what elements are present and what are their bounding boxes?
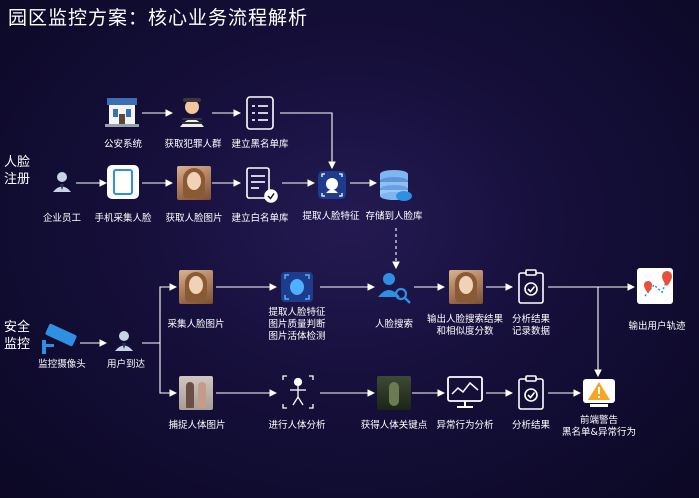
body-analysis-icon: [282, 375, 314, 409]
label-camera: 监控摄像头: [38, 359, 86, 370]
blacklist-icon: [246, 96, 274, 130]
section-label-security-monitoring: 安全 监控: [4, 319, 30, 353]
face-feature-icon: [318, 171, 346, 199]
face-photo-collected: [179, 270, 213, 304]
monitor-analysis-icon: [447, 376, 483, 408]
label-line: 图片活体检测: [268, 331, 326, 342]
label-output-track: 输出用户轨迹: [628, 321, 686, 332]
face-scan-icon: [281, 272, 313, 302]
label-phone-capture: 手机采集人脸: [94, 213, 152, 224]
record-clipboard-icon: [518, 269, 544, 304]
result-clipboard-icon: [518, 375, 544, 410]
label-line: 和相似度分数: [436, 326, 494, 337]
label-employee: 企业员工: [42, 213, 82, 224]
section-label-face-registration: 人脸 注册: [4, 154, 30, 188]
body-photo-captured: [179, 376, 213, 410]
phone-icon: [107, 165, 139, 199]
whitelist-icon: [246, 167, 278, 203]
keypoints-photo: [377, 376, 411, 410]
label-body-analysis: 进行人体分析: [268, 420, 326, 431]
label-build-blacklist: 建立黑名单库: [231, 139, 289, 150]
label-line: 前端警告: [579, 415, 619, 426]
criminal-icon: [180, 98, 204, 127]
label-get-face-image: 获取人脸图片: [165, 213, 223, 224]
face-search-icon: [378, 273, 411, 304]
label-capture-body-image: 捕捉人体图片: [168, 420, 226, 431]
section-label-line: 注册: [4, 172, 31, 187]
label-collect-face-image: 采集人脸图片: [167, 319, 225, 330]
label-police-system: 公安系统: [103, 139, 143, 150]
section-label-line: 监控: [4, 337, 31, 352]
alert-icon: [583, 379, 615, 407]
label-line: 提取人脸特征: [268, 307, 326, 318]
label-store-face-db: 存储到人脸库: [365, 211, 423, 222]
camera-icon: [42, 323, 77, 354]
label-get-keypoints: 获得人体关键点: [360, 420, 428, 431]
label-line: 图片质量判断: [268, 319, 326, 330]
arrow-user-to-collect: [142, 283, 178, 344]
label-user-arrives: 用户到达: [106, 359, 146, 370]
label-frontend-alert: 前端警告 黑名单&异常行为: [562, 415, 636, 439]
face-photo-search-result: [449, 270, 483, 304]
label-line: 分析结果: [511, 314, 551, 325]
label-build-whitelist: 建立白名单库: [231, 213, 289, 224]
page-title: 园区监控方案：核心业务流程解析: [8, 7, 309, 29]
section-label-line: 安全: [4, 320, 31, 335]
section-label-line: 人脸: [4, 155, 31, 170]
label-analysis-record: 分析结果 记录数据: [512, 314, 550, 338]
arrow-user-to-capture: [159, 343, 178, 397]
map-track-icon: [637, 268, 673, 304]
label-extract-check: 提取人脸特征 图片质量判断 图片活体检测: [268, 307, 325, 343]
label-face-search: 人脸搜索: [374, 319, 414, 330]
arrow-blacklist-to-extract: [280, 112, 336, 170]
label-abnormal-analysis: 异常行为分析: [436, 420, 494, 431]
police-station-icon: [105, 98, 139, 127]
label-line: 记录数据: [511, 326, 551, 337]
face-photo-registration: [177, 166, 211, 200]
label-line: 黑名单&异常行为: [562, 427, 636, 438]
database-icon: [380, 170, 412, 201]
label-analysis-result: 分析结果: [511, 420, 551, 431]
label-output-search-result: 输出人脸搜索结果 和相似度分数: [427, 314, 503, 338]
label-get-criminals: 获取犯罪人群: [164, 139, 222, 150]
label-extract-features: 提取人脸特征: [302, 211, 360, 222]
employee-icon: [53, 172, 71, 192]
label-line: 输出人脸搜索结果: [426, 314, 504, 325]
user-icon: [115, 331, 133, 351]
